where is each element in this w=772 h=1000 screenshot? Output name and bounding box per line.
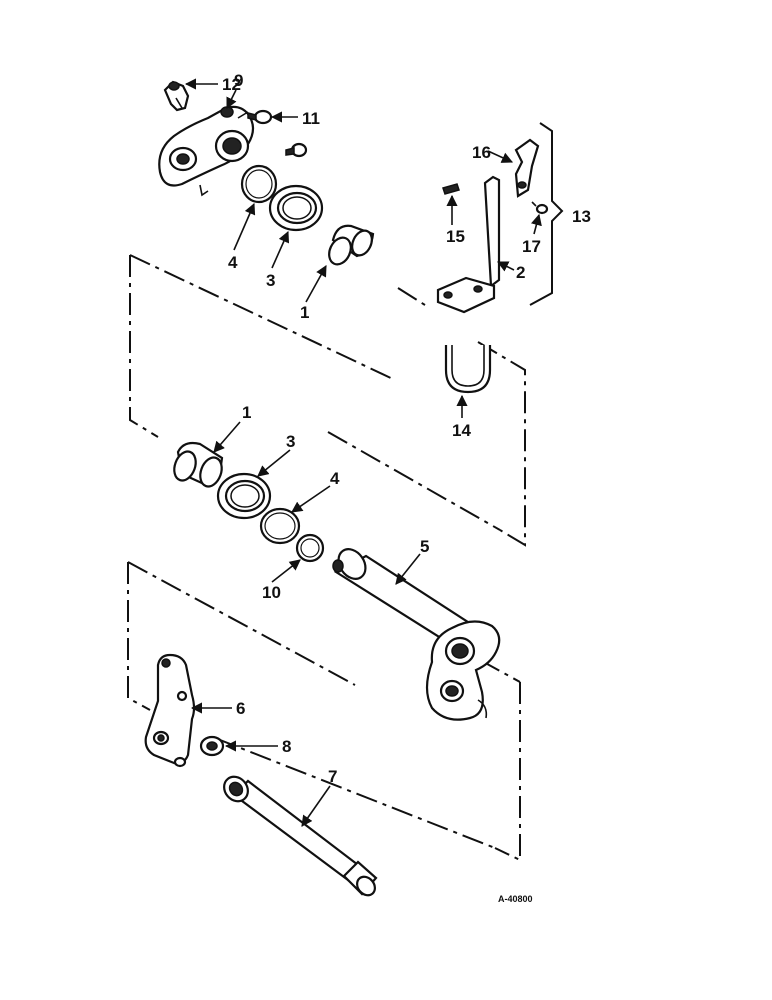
- label-14: 14: [452, 421, 471, 440]
- part-4-ring-lower: [259, 507, 301, 545]
- label-3-top: 3: [266, 271, 275, 290]
- label-17: 17: [522, 237, 541, 256]
- label-15: 15: [446, 227, 465, 246]
- part-2-bracket: [436, 175, 501, 314]
- figure-code: A-40800: [498, 894, 533, 904]
- part-15-pin: [442, 183, 460, 195]
- label-1-lower: 1: [242, 403, 251, 422]
- label-8: 8: [282, 737, 291, 756]
- part-3-seal-lower: [216, 472, 272, 520]
- part-7-rod: [223, 775, 378, 897]
- part-17-pin: [531, 201, 549, 215]
- label-16: 16: [472, 143, 491, 162]
- callout-labels: 12 9 11 4 3 1 16 15 17 2 13 14 1 3 4 10 …: [222, 71, 591, 786]
- part-3-seal-top: [268, 184, 324, 232]
- label-5: 5: [420, 537, 429, 556]
- part-14-u-bolt: [444, 345, 492, 394]
- part-5-shaft: [332, 548, 501, 721]
- part-4-ring-top: [240, 164, 278, 204]
- label-12: 12: [222, 75, 241, 94]
- part-1-bushing-top: [328, 224, 375, 266]
- label-9: 9: [234, 71, 243, 90]
- part-10-ring: [295, 533, 325, 563]
- stud: [285, 142, 308, 158]
- label-10: 10: [262, 583, 281, 602]
- part-8-nut: [199, 735, 225, 757]
- upper-group-outline: [129, 254, 526, 547]
- label-7: 7: [328, 767, 337, 786]
- part-6-link-plate: [144, 653, 196, 768]
- label-3-lower: 3: [286, 432, 295, 451]
- part-12-bolt: [163, 80, 190, 112]
- part-13-brace: [529, 122, 564, 306]
- part-9-arm-casting: [158, 105, 255, 197]
- part-1-bushing-lower: [173, 441, 224, 488]
- label-6: 6: [236, 699, 245, 718]
- leader-lines: [184, 78, 542, 827]
- label-4-top: 4: [228, 253, 238, 272]
- part-16-latch: [514, 138, 540, 198]
- part-11-bolt: [247, 109, 273, 125]
- label-13: 13: [572, 207, 591, 226]
- lower-group-outline: [127, 561, 521, 862]
- label-1-top: 1: [300, 303, 309, 322]
- label-11: 11: [302, 109, 320, 128]
- label-2: 2: [516, 263, 525, 282]
- label-4-lower: 4: [330, 469, 340, 488]
